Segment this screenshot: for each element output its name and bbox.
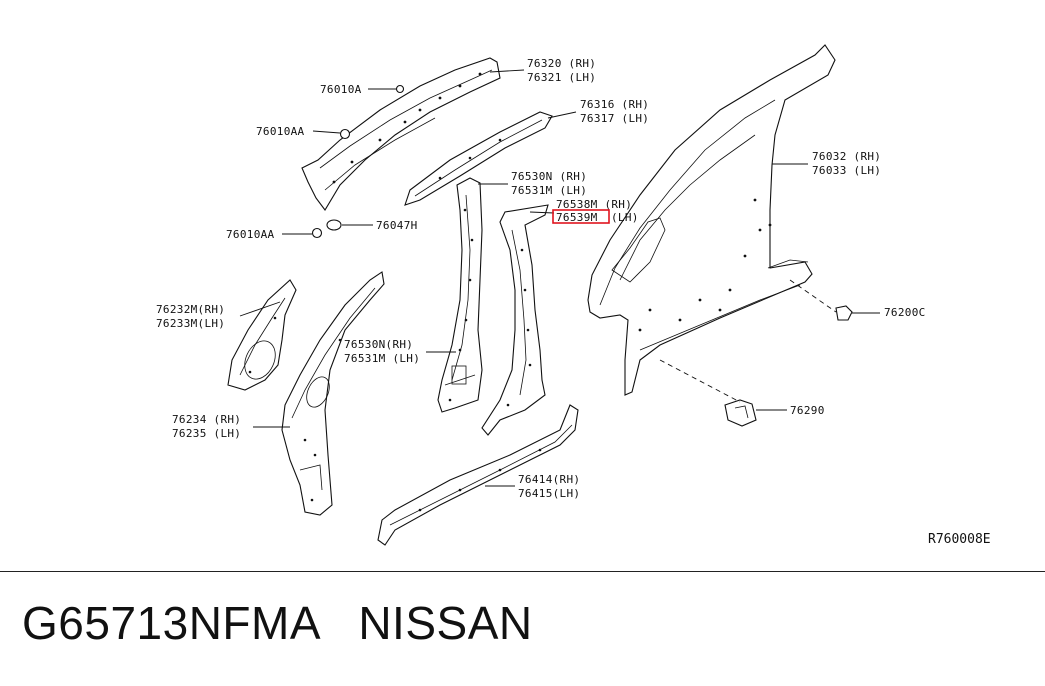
highlight-box	[552, 209, 610, 224]
sill-part	[377, 404, 579, 546]
label-76415: 76415(LH)	[518, 487, 580, 500]
label-76530n-mid: 76530N(RH)	[344, 338, 413, 351]
label-76531m-top: 76531M (LH)	[511, 184, 587, 197]
label-76232m: 76232M(RH)	[156, 303, 225, 316]
label-76531m-mid: 76531M (LH)	[344, 352, 420, 365]
label-76233m: 76233M(LH)	[156, 317, 225, 330]
front-pillar-hinge-part	[281, 271, 385, 516]
label-76539m-side: (LH)	[611, 211, 639, 224]
front-pillar-inner-part	[227, 279, 297, 391]
center-pillar-outer-part	[437, 177, 483, 413]
label-76317: 76317 (LH)	[580, 112, 649, 125]
label-76010aa-bottom: 76010AA	[226, 228, 275, 241]
label-76033: 76033 (LH)	[812, 164, 881, 177]
part-number: G65713NFMA	[22, 597, 319, 649]
parts-diagram: 76320 (RH) 76321 (LH) 76010A 76316 (RH) …	[156, 44, 991, 547]
clip-76200c	[789, 279, 853, 321]
label-76047h: 76047H	[376, 219, 418, 232]
roof-rail-part	[301, 57, 501, 211]
label-76234: 76234 (RH)	[172, 413, 241, 426]
label-76032: 76032 (RH)	[812, 150, 881, 163]
label-76414: 76414(RH)	[518, 473, 580, 486]
label-76235: 76235 (LH)	[172, 427, 241, 440]
footer-divider	[0, 571, 1045, 572]
brand-name: NISSAN	[358, 597, 533, 649]
leader-lines	[239, 69, 880, 487]
label-76200c: 76200C	[884, 306, 926, 319]
roof-rail-reinforcement-part	[404, 111, 553, 206]
label-76320: 76320 (RH)	[527, 57, 596, 70]
bracket-76290	[659, 359, 757, 427]
label-76530n-top: 76530N (RH)	[511, 170, 587, 183]
footer-caption: G65713NFMA NISSAN	[22, 596, 533, 650]
label-76010a: 76010A	[320, 83, 362, 96]
label-76290: 76290	[790, 404, 825, 417]
reference-code: R760008E	[928, 532, 991, 547]
callout-labels: 76320 (RH) 76321 (LH) 76010A 76316 (RH) …	[156, 57, 926, 500]
label-76010aa-top: 76010AA	[256, 125, 305, 138]
center-pillar-inner-part	[481, 204, 549, 436]
label-76316: 76316 (RH)	[580, 98, 649, 111]
label-76321: 76321 (LH)	[527, 71, 596, 84]
label-76538m: 76538M (RH)	[556, 198, 632, 211]
fasteners	[311, 84, 405, 239]
body-side-outer-part	[587, 44, 836, 396]
label-76539m: 76539M	[556, 211, 598, 224]
